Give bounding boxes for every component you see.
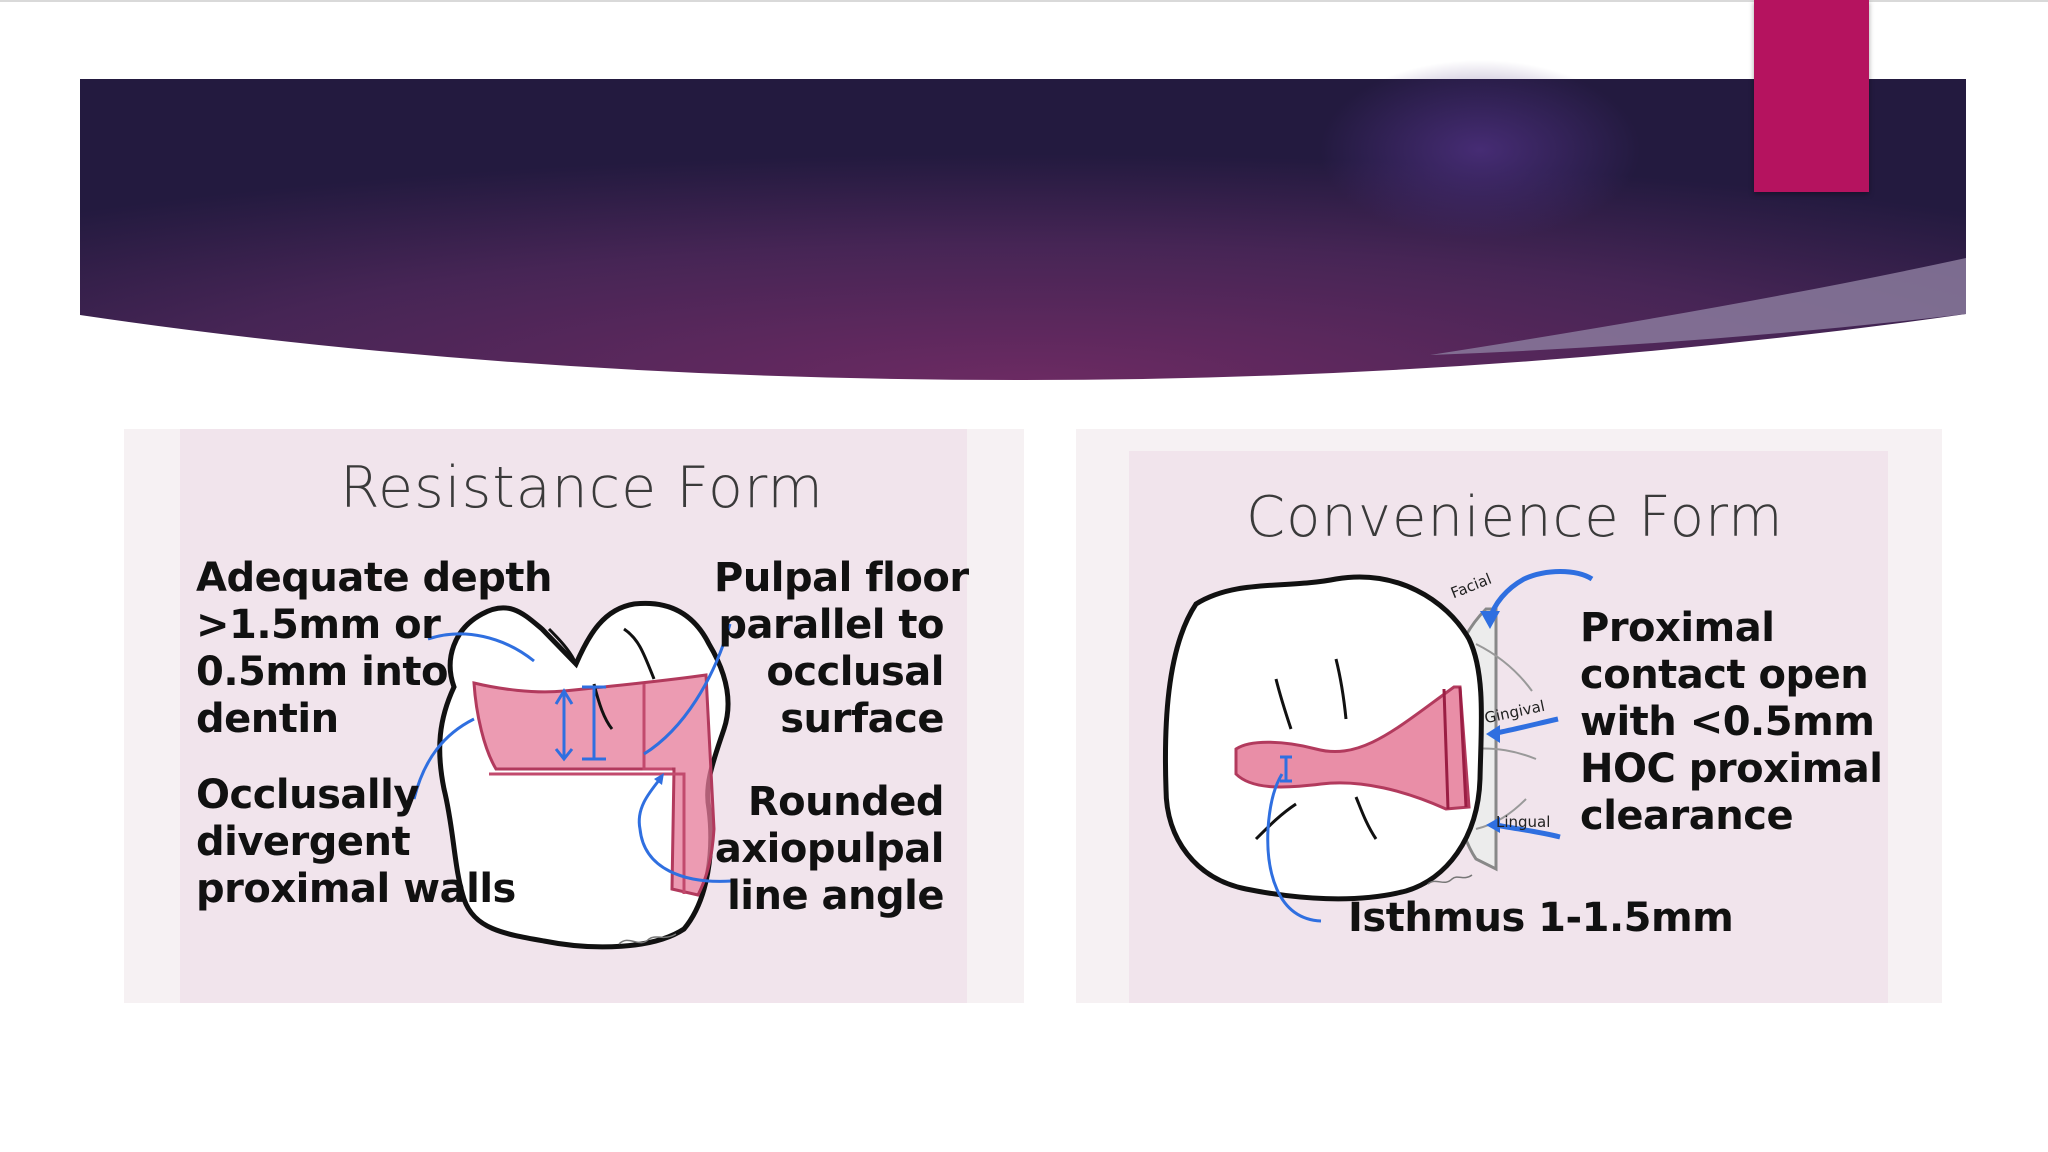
walls-leader — [412, 717, 475, 800]
title-banner — [80, 60, 1966, 380]
isthmus-leader — [1266, 773, 1322, 923]
facial-arrow — [1487, 569, 1594, 620]
cavity-preparation — [472, 673, 716, 897]
convenience-form-card: Convenience Form Facial Gingival Lingual… — [1076, 429, 1942, 1003]
angle-leader — [637, 778, 733, 883]
resistance-tooth-illustration — [412, 600, 733, 950]
depth-arrow — [554, 688, 574, 762]
depth-leader — [427, 632, 535, 663]
resistance-form-card: Resistance Form Adequate depth >1.5mm or… — [124, 429, 1024, 1003]
depth-marker — [582, 685, 606, 761]
convenience-form-title: Convenience Form — [1246, 485, 1784, 550]
note-isthmus: Isthmus 1-1.5mm — [1348, 895, 1734, 941]
note-adequate-depth: Adequate depth >1.5mm or 0.5mm into dent… — [196, 555, 553, 742]
lingual-arrow — [1495, 822, 1561, 840]
note-proximal-contact: Proximal contact open with <0.5mm HOC pr… — [1580, 605, 1883, 839]
artist-signature-2 — [1427, 874, 1473, 885]
note-divergent-walls: Occlusally divergent proximal walls — [196, 772, 516, 912]
note-axiopulpal-angle: Rounded axiopulpal line angle — [714, 779, 945, 919]
slide-top-border — [0, 0, 2048, 2]
isthmus-marker — [1280, 755, 1292, 783]
gingival-arrow — [1495, 716, 1559, 736]
artist-signature — [618, 933, 677, 945]
resistance-form-title: Resistance Form — [340, 455, 824, 521]
floor-leader — [643, 623, 732, 756]
occlusal-tooth-outline — [1162, 574, 1484, 902]
convenience-tooth-illustration — [1162, 569, 1594, 923]
accent-tab — [1754, 0, 1869, 192]
lingual-label: Lingual — [1496, 813, 1551, 831]
note-pulpal-floor: Pulpal floor parallel to occlusal surfac… — [714, 555, 969, 742]
